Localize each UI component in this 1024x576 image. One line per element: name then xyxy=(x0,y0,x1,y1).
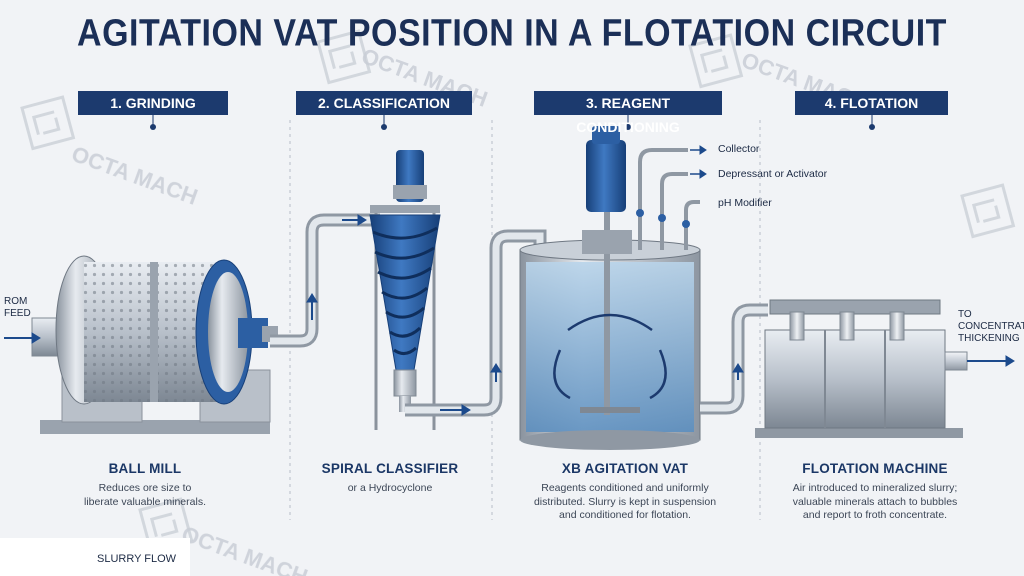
watermark-logo-icons xyxy=(20,29,1016,553)
step-markers xyxy=(150,115,875,130)
legend: SLURRY FLOW xyxy=(0,538,190,576)
reagent-ph-modifier: pH Modifier xyxy=(718,197,772,209)
spiral-classifier-caption: SPIRAL CLASSIFIER or a Hydrocyclone xyxy=(300,461,480,496)
legend-label: SLURRY FLOW xyxy=(97,553,177,565)
svg-text:OCTA MACH: OCTA MACH xyxy=(68,141,201,210)
ball-mill-illustration xyxy=(31,255,278,434)
pipe-vat-to-flotation xyxy=(700,303,768,415)
reagent-depressant-activator: Depressant or Activator xyxy=(718,168,828,180)
spiral-classifier-name: SPIRAL CLASSIFIER xyxy=(321,461,459,476)
step-reagent-conditioning: 3. REAGENT CONDITIONING xyxy=(534,91,722,135)
flotation-machine-name: FLOTATION MACHINE xyxy=(802,461,948,476)
rom-feed-label: ROM FEED xyxy=(4,296,31,319)
flotation-machine-description: Air introduced to mineralized slurry; va… xyxy=(792,482,958,522)
flotation-machine-caption: FLOTATION MACHINE Air introduced to mine… xyxy=(760,461,990,523)
ball-mill-name: BALL MILL xyxy=(108,461,182,476)
ball-mill-description: Reduces ore size to liberate valuable mi… xyxy=(84,482,206,508)
pipe-classifier-to-vat xyxy=(405,229,547,417)
pipe-mill-to-classifier xyxy=(270,213,380,348)
step-grinding: 1. GRINDING xyxy=(78,91,228,115)
step-flotation: 4. FLOTATION xyxy=(795,91,948,115)
page-title: AGITATION VAT POSITION IN A FLOTATION CI… xyxy=(77,11,947,55)
spiral-classifier-description: or a Hydrocyclone xyxy=(347,482,433,494)
ball-mill-caption: BALL MILL Reduces ore size to liberate v… xyxy=(40,461,250,509)
agitation-vat-description: Reagents conditioned and uniformly distr… xyxy=(533,482,717,522)
slurry-flow-arrows xyxy=(4,145,1015,416)
agitation-vat-illustration xyxy=(519,126,701,450)
svg-text:OCTA MACH: OCTA MACH xyxy=(178,521,311,576)
agitation-vat-name: XB AGITATION VAT xyxy=(561,461,689,476)
outlet-label: TO CONCENTRATE THICKENING xyxy=(958,309,1024,344)
agitation-vat-caption: XB AGITATION VAT Reagents conditioned an… xyxy=(500,461,750,523)
spiral-classifier-illustration xyxy=(369,150,441,430)
reagent-collector: Collector xyxy=(718,143,760,155)
step-classification: 2. CLASSIFICATION xyxy=(296,91,472,115)
flotation-machine-illustration xyxy=(755,299,968,438)
